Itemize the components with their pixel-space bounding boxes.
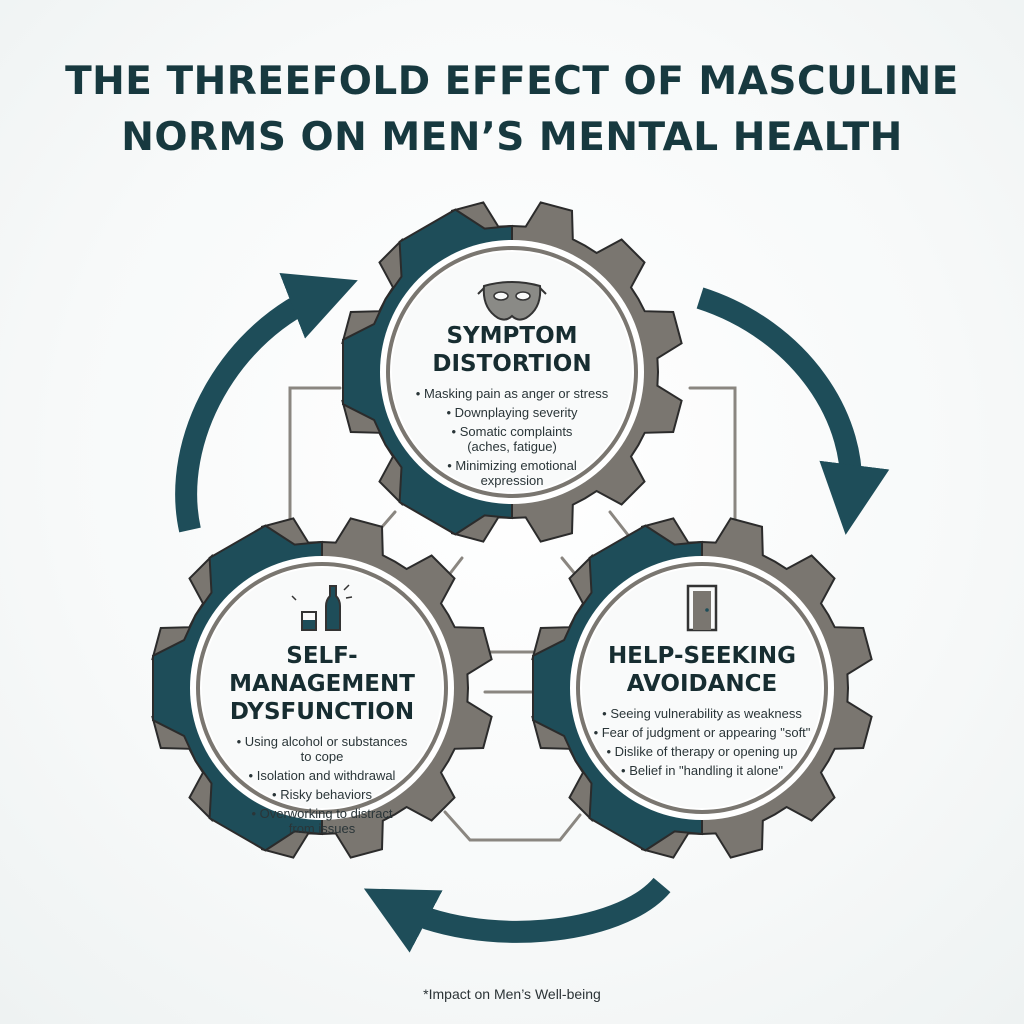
cycle-arrow-bottom (363, 877, 671, 953)
gear-top-content: SYMPTOM DISTORTION Masking pain as anger… (402, 322, 622, 492)
self-management-heading-line-1: SELF-MANAGEMENT (229, 643, 415, 697)
symptom-distortion-heading: SYMPTOM DISTORTION (402, 322, 622, 378)
list-item: Minimizing emotional expression (402, 458, 622, 488)
gear-right-inner-ring (576, 562, 828, 814)
connector-top-right (688, 386, 737, 527)
connector-top-left (288, 386, 342, 527)
bottle-and-glass-icon (291, 584, 353, 631)
list-item: Risky behaviors (210, 787, 434, 802)
list-item: Using alcohol or substances to cope (210, 734, 434, 764)
list-item: Seeing vulnerability as weakness (592, 706, 812, 721)
door-icon (686, 584, 718, 632)
list-item: Somatic complaints (aches, fatigue) (402, 424, 622, 454)
help-seeking-heading-line-1: HELP-SEEKING (607, 643, 797, 669)
cycle-arrow-right (696, 287, 890, 535)
gear-right-content: HELP-SEEKING AVOIDANCE Seeing vulnerabil… (592, 642, 812, 782)
list-item: Dislike of therapy or opening up (592, 744, 812, 759)
footnote: *Impact on Men’s Well-being (423, 986, 601, 1002)
mask-icon (477, 281, 547, 321)
cycle-arrow-left (175, 273, 358, 533)
list-item: Belief in "handling it alone" (592, 763, 812, 778)
help-seeking-heading-line-2: AVOIDANCE (626, 671, 778, 697)
title-line-1: THE THREEFOLD EFFECT OF MASCULINE (65, 59, 959, 104)
list-item: Downplaying severity (402, 405, 622, 420)
list-item: Fear of judgment or appearing "soft" (592, 725, 812, 740)
connector-diag-right (608, 510, 630, 537)
connector-bottom (443, 810, 582, 842)
gear-top-inner-ring (386, 246, 638, 498)
help-seeking-avoidance-heading: HELP-SEEKING AVOIDANCE (592, 642, 812, 698)
symptom-distortion-list: Masking pain as anger or stress Downplay… (402, 386, 622, 488)
self-management-dysfunction-heading: SELF-MANAGEMENT DYSFUNCTION (210, 642, 434, 726)
symptom-distortion-heading-line-2: DISTORTION (432, 351, 592, 377)
page-title: THE THREEFOLD EFFECT OF MASCULINE NORMS … (0, 54, 1024, 166)
symptom-distortion-heading-line-1: SYMPTOM (446, 323, 578, 349)
list-item: Isolation and withdrawal (210, 768, 434, 783)
self-management-heading-line-2: DYSFUNCTION (229, 699, 415, 725)
gear-left-content: SELF-MANAGEMENT DYSFUNCTION Using alcoho… (210, 642, 434, 840)
help-seeking-list: Seeing vulnerability as weakness Fear of… (592, 706, 812, 778)
list-item: Overworking to distract from issues (210, 806, 434, 836)
title-line-2: NORMS ON MEN’S MENTAL HEALTH (121, 115, 903, 160)
self-management-list: Using alcohol or substances to cope Isol… (210, 734, 434, 836)
list-item: Masking pain as anger or stress (402, 386, 622, 401)
